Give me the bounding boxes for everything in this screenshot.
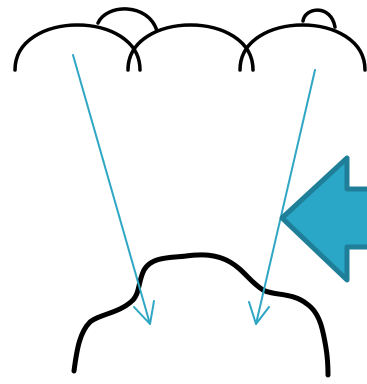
wavy-outline	[74, 255, 328, 375]
thin-arrows	[73, 55, 315, 324]
arch-left	[15, 25, 140, 70]
bump-left	[98, 9, 157, 31]
top-arches	[15, 9, 365, 70]
arrow-line-left	[73, 55, 150, 324]
arch-middle	[128, 25, 253, 70]
left-block-arrow-icon	[282, 158, 367, 280]
arch-right	[240, 25, 365, 70]
